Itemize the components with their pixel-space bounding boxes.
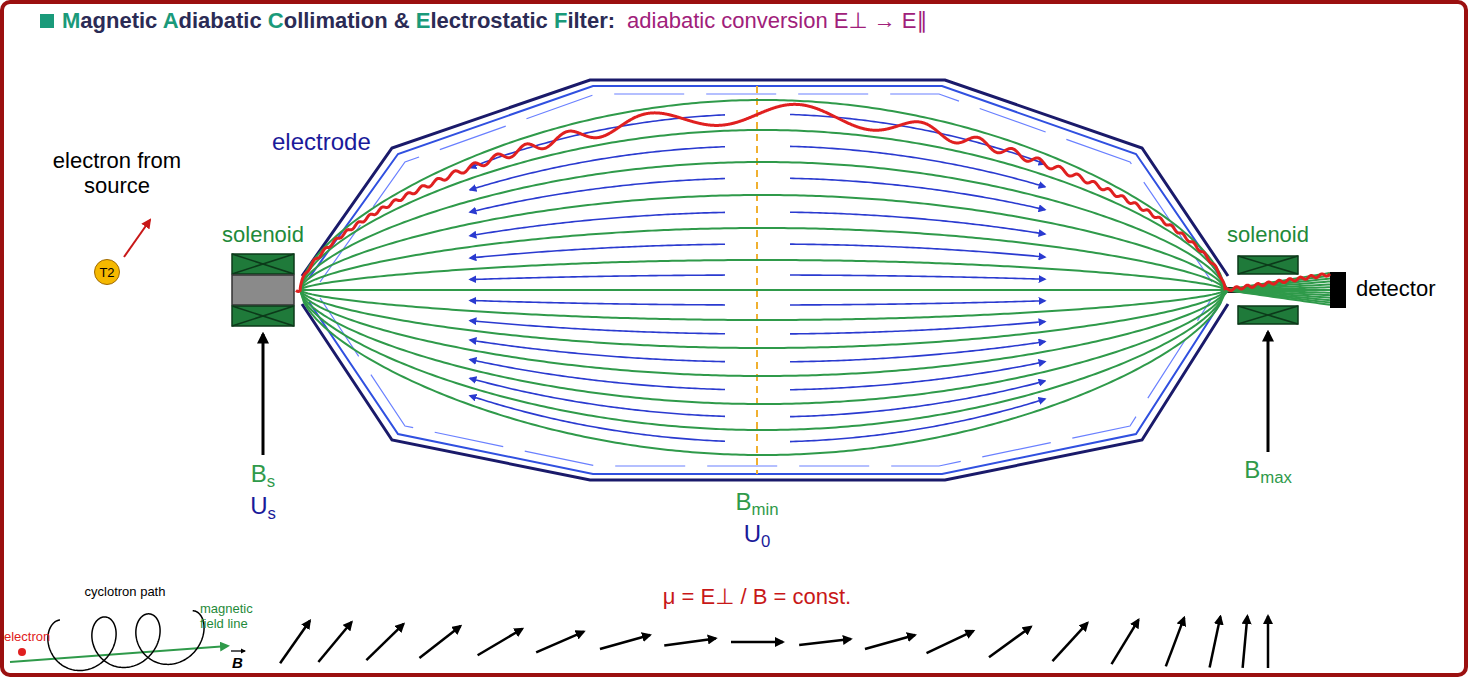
isotope-label: T2	[99, 265, 114, 280]
source-label: electron from source	[37, 148, 197, 199]
subtitle: adiabatic conversion E⊥ → E∥	[627, 8, 927, 33]
momentum-arrow	[989, 627, 1031, 658]
electric-field-arrow	[470, 275, 725, 279]
momentum-arrow	[731, 641, 783, 644]
electron-trajectory	[296, 104, 1330, 291]
inset-label: cyclotron path	[85, 585, 166, 600]
part-name: solenoid	[222, 222, 304, 247]
momentum-arrow	[664, 638, 715, 645]
momentum-arrow	[478, 629, 523, 655]
vector-symbol: B	[232, 654, 243, 671]
electric-field-arrow	[790, 322, 1045, 334]
title: Magnetic Adiabatic Collimation & Electro…	[62, 8, 615, 33]
momentum-arrow	[865, 635, 915, 649]
magnetic-field-line	[300, 195, 1330, 290]
electron-arrow	[124, 220, 150, 257]
momentum-arrow	[419, 626, 460, 658]
magnetic-field-line	[300, 290, 1330, 430]
vector-arrow	[231, 650, 245, 651]
momentum-arrow	[600, 635, 650, 649]
momentum-arrow	[1166, 618, 1184, 667]
cyclotron-path	[48, 611, 204, 671]
part-name: detector	[1356, 276, 1436, 301]
momentum-arrow	[1112, 620, 1139, 664]
electric-field-arrow	[790, 342, 1045, 362]
magnetic-field-line	[300, 100, 1330, 290]
magnetic-field-line	[300, 162, 1330, 290]
electric-field-arrow	[470, 378, 725, 416]
electric-field-arrow	[790, 275, 1045, 279]
electric-field-arrow	[470, 321, 725, 334]
inset-label: magnetic field line	[200, 602, 270, 632]
electric-field-arrow	[470, 396, 725, 442]
inset-field-line	[10, 646, 228, 662]
electric-field-arrow	[470, 360, 725, 390]
pointer-arrow	[262, 334, 265, 455]
electric-field-arrow	[790, 301, 1045, 305]
momentum-arrow	[536, 632, 584, 653]
electric-field-arrow	[790, 362, 1045, 390]
momentum-arrow	[1243, 616, 1248, 668]
momentum-arrow	[280, 621, 310, 664]
potential-symbol: Us	[250, 492, 276, 523]
electric-field-arrow	[470, 340, 725, 362]
electric-field-arrow	[790, 178, 1045, 209]
magnetic-field-line	[300, 260, 1330, 290]
magnetic-field-line	[300, 228, 1330, 290]
detector-block	[1330, 272, 1346, 308]
electric-field-arrow	[470, 179, 725, 213]
momentum-arrow	[1052, 623, 1087, 661]
field-symbol: Bs	[251, 460, 275, 491]
magnetic-field-line	[300, 130, 1330, 290]
solenoid-left	[232, 254, 294, 326]
electric-field-arrow	[790, 244, 1045, 257]
inset-label: electron	[4, 630, 50, 645]
part-name: electrode	[272, 128, 371, 156]
magnetic-field-line	[300, 290, 1330, 455]
part-name: solenoid	[1227, 222, 1309, 247]
momentum-arrow	[318, 622, 351, 662]
field-symbol: Bmax	[1244, 456, 1292, 487]
momentum-arrow	[799, 639, 851, 645]
source-circle: T2	[94, 259, 120, 285]
electric-field-arrow	[470, 300, 725, 304]
potential-symbol: U0	[744, 520, 771, 551]
momentum-arrow	[1210, 617, 1221, 668]
magnetic-field-line	[300, 290, 1330, 376]
invariant-formula: μ = E⊥ / B = const.	[663, 584, 851, 609]
analysing-plane	[756, 86, 758, 474]
momentum-arrow	[366, 624, 403, 660]
electric-field-arrow	[790, 212, 1045, 234]
electric-field-arrow	[470, 212, 725, 235]
momentum-arrow	[1267, 616, 1270, 668]
momentum-arrow	[927, 631, 974, 653]
electric-field-arrow	[470, 244, 725, 258]
pointer-arrow	[1267, 332, 1270, 452]
field-symbol: Bmin	[735, 488, 778, 519]
electric-field-arrow	[470, 147, 725, 190]
inset-electron	[18, 648, 26, 656]
title-bullet	[40, 14, 54, 28]
magnetic-field-line	[300, 290, 1330, 320]
electric-field-arrow	[790, 146, 1045, 186]
electric-field-arrow	[790, 399, 1045, 442]
magnetic-field-line	[300, 289, 1330, 291]
electric-field-arrow	[790, 381, 1045, 417]
